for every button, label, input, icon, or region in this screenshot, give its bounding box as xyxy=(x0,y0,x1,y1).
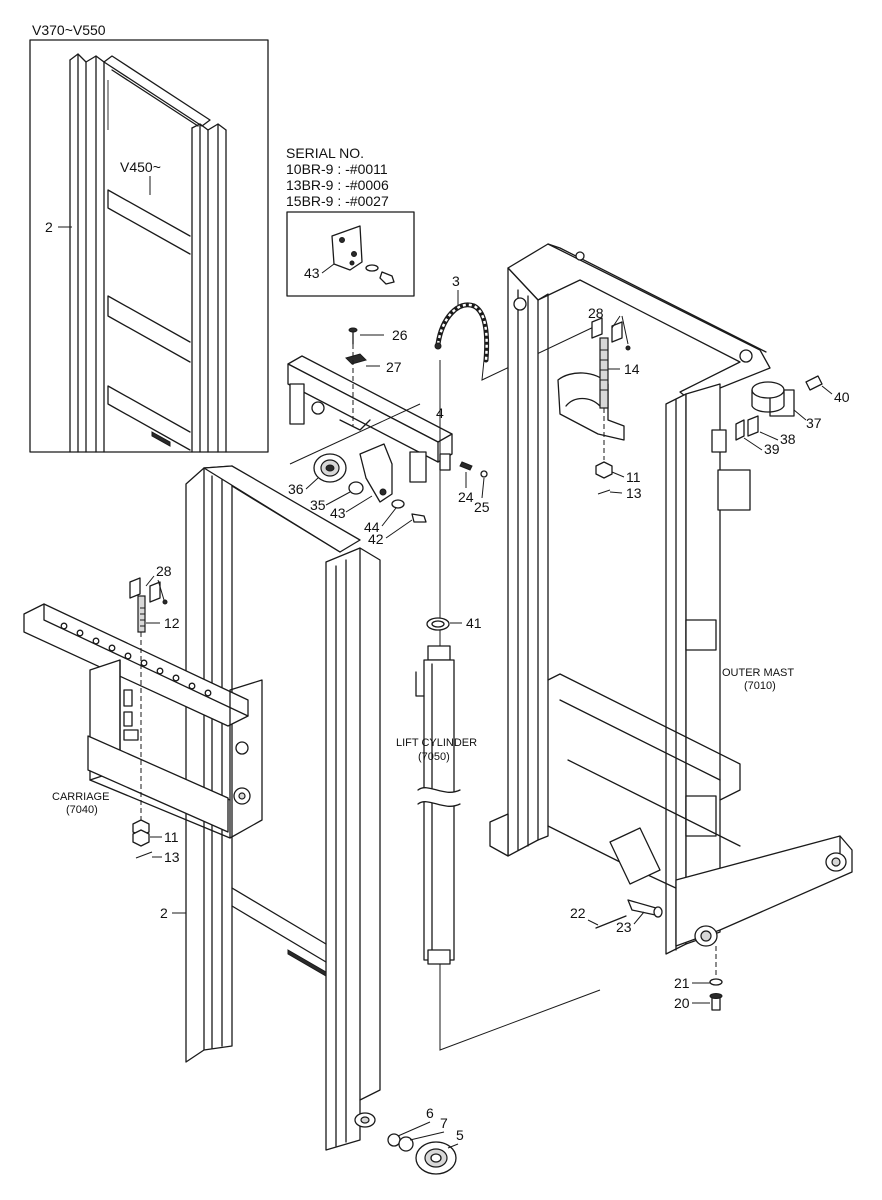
carriage: CARRIAGE (7040) xyxy=(23,603,263,839)
part-38: 38 xyxy=(780,431,796,447)
part-13-left: 13 xyxy=(164,849,180,865)
outer-mast-code: (7010) xyxy=(744,680,776,692)
inset-sub-label: V450~ xyxy=(120,159,161,175)
bolt-plate-26-27 xyxy=(345,327,367,426)
part-7: 7 xyxy=(440,1115,448,1131)
sheave-beam xyxy=(287,355,453,483)
part-22: 22 xyxy=(570,905,586,921)
part-35: 35 xyxy=(310,497,326,513)
sheave-roller-group xyxy=(289,403,427,523)
serial-line-2: 13BR-9 : -#0006 xyxy=(286,177,389,193)
part-27: 27 xyxy=(386,359,402,375)
inset-range-label: V370~V550 xyxy=(32,22,106,38)
part-2-main: 2 xyxy=(160,905,168,921)
carriage-nut-pin xyxy=(132,819,153,859)
part-43-serial: 43 xyxy=(304,265,320,281)
part-37: 37 xyxy=(806,415,822,431)
inner-mast xyxy=(185,465,381,1151)
lift-cylinder-code: (7050) xyxy=(418,751,450,763)
tilt-bushing-group xyxy=(735,375,823,441)
part-11-right: 11 xyxy=(626,469,641,485)
part-43-main: 43 xyxy=(330,505,346,521)
part-41: 41 xyxy=(466,615,482,631)
part-36: 36 xyxy=(288,481,304,497)
inset-panel: V370~V550 V450~ 2 xyxy=(29,22,269,453)
part-40: 40 xyxy=(834,389,850,405)
bolts-20-21 xyxy=(709,946,723,1011)
part-14: 14 xyxy=(624,361,640,377)
outer-mast: OUTER MAST (7010) xyxy=(489,243,853,955)
right-chain-anchor xyxy=(591,317,631,495)
carriage-label: CARRIAGE xyxy=(52,791,109,803)
pins-24-25 xyxy=(459,461,488,478)
part-12: 12 xyxy=(164,615,180,631)
part-44: 44 xyxy=(364,519,380,535)
carriage-code: (7040) xyxy=(66,804,98,816)
part-21: 21 xyxy=(674,975,690,991)
part-24: 24 xyxy=(458,489,474,505)
part-callouts: 3 26 27 4 28 14 37 40 38 39 11 13 36 35 … xyxy=(145,273,850,1149)
inset-part-2: 2 xyxy=(45,219,53,235)
serial-title: SERIAL NO. xyxy=(286,145,364,161)
bolt-icon xyxy=(379,271,395,285)
part-20: 20 xyxy=(674,995,690,1011)
part-28-right: 28 xyxy=(588,305,604,321)
part-5: 5 xyxy=(456,1127,464,1143)
part-3: 3 xyxy=(452,273,460,289)
part-28-left: 28 xyxy=(156,563,172,579)
part-39: 39 xyxy=(764,441,780,457)
carriage-bar-holes xyxy=(60,622,212,697)
lift-cylinder-label: LIFT CYLINDER xyxy=(396,737,477,749)
left-chain-anchor xyxy=(129,577,168,820)
part-4: 4 xyxy=(436,405,444,421)
lift-chain xyxy=(434,302,601,1051)
part-42: 42 xyxy=(368,531,384,547)
lift-cylinder: LIFT CYLINDER (7050) xyxy=(396,617,477,965)
part-23: 23 xyxy=(616,919,632,935)
washer-icon xyxy=(365,264,379,272)
serial-panel: SERIAL NO. 10BR-9 : -#0011 13BR-9 : -#00… xyxy=(286,145,415,297)
part-25: 25 xyxy=(474,499,490,515)
bottom-roller-group xyxy=(387,1133,457,1175)
pins-22-23 xyxy=(595,899,663,929)
part-13-right: 13 xyxy=(626,485,642,501)
bracket-plate-icon xyxy=(331,225,363,271)
outer-mast-label: OUTER MAST xyxy=(722,667,794,679)
part-11-left: 11 xyxy=(164,829,179,845)
part-6: 6 xyxy=(426,1105,434,1121)
part-26: 26 xyxy=(392,327,408,343)
serial-line-3: 15BR-9 : -#0027 xyxy=(286,193,389,209)
serial-line-1: 10BR-9 : -#0011 xyxy=(286,161,388,177)
